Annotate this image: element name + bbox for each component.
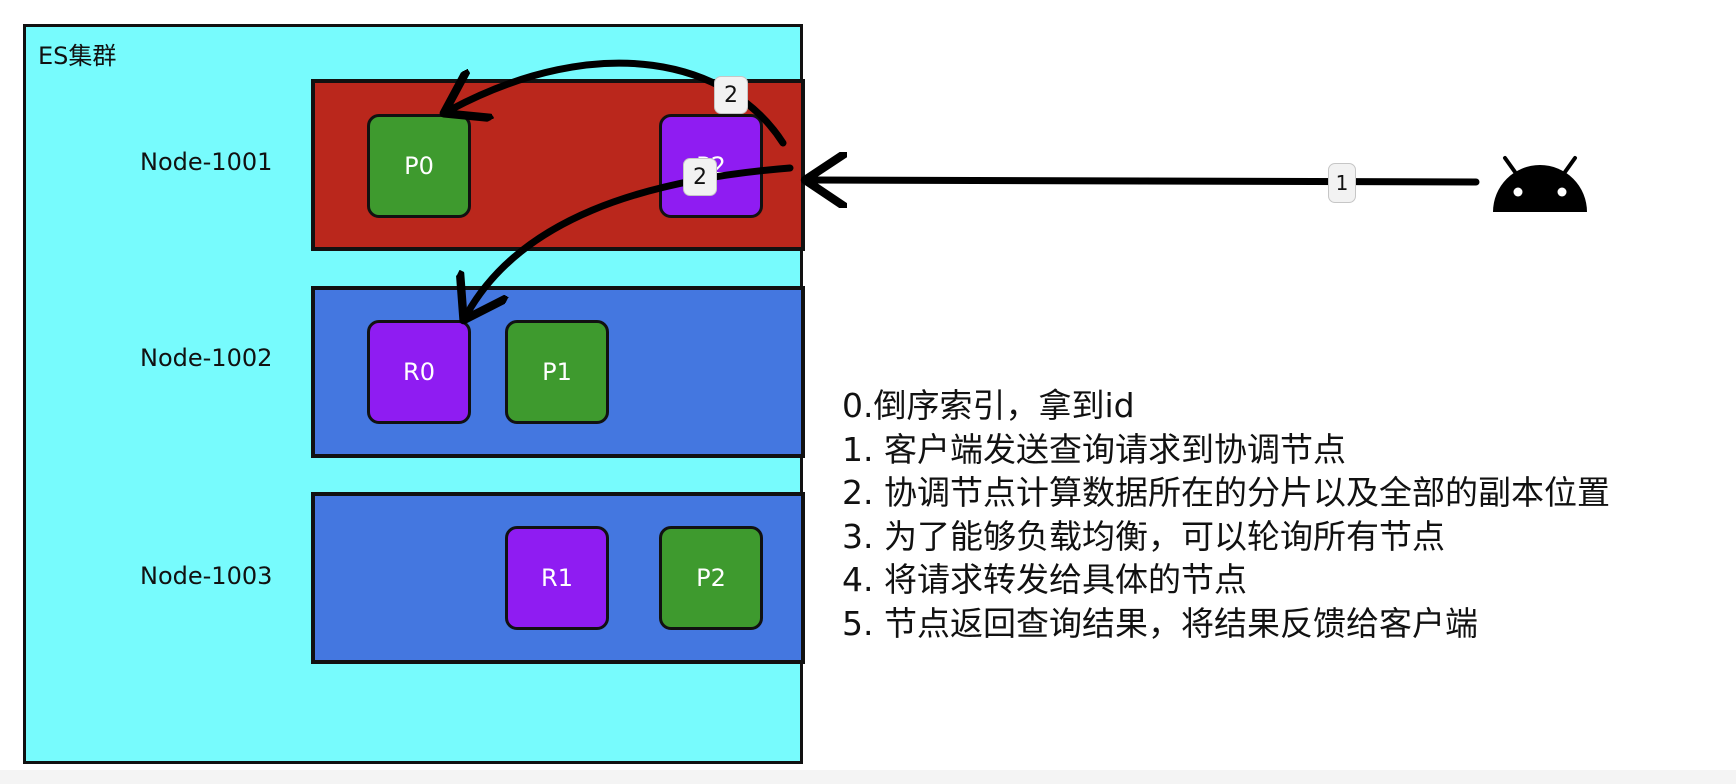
step-3: 3. 为了能够负载均衡，可以轮询所有节点 xyxy=(842,516,1445,556)
node-label-1003: Node-1003 xyxy=(140,562,273,590)
shard-r1: R1 xyxy=(505,526,609,630)
forward-arrow-to-p0 xyxy=(450,59,787,147)
step-5: 5. 节点返回查询结果，将结果反馈给客户端 xyxy=(842,603,1478,643)
node-label-1001: Node-1001 xyxy=(140,148,273,176)
step-0: 0.倒序索引，拿到id xyxy=(842,386,1135,425)
node-label-1002: Node-1002 xyxy=(140,344,273,372)
shard-p0: P0 xyxy=(367,114,471,218)
step-badge-2-middle: 2 xyxy=(683,158,717,196)
shard-r0: R0 xyxy=(367,320,471,424)
shard-p1: P1 xyxy=(505,320,609,424)
steps-list: 0.倒序索引，拿到id 1. 客户端发送查询请求到协调节点 2. 协调节点计算数… xyxy=(842,384,1610,645)
step-4: 4. 将请求转发给具体的节点 xyxy=(842,560,1247,599)
step-badge-2-top: 2 xyxy=(714,76,748,114)
client-request-arrow xyxy=(812,180,1480,182)
android-icon xyxy=(1493,156,1587,212)
step-1: 1. 客户端发送查询请求到协调节点 xyxy=(842,429,1346,469)
cluster-title: ES集群 xyxy=(38,42,117,70)
step-2: 2. 协调节点计算数据所在的分片以及全部的副本位置 xyxy=(842,473,1610,512)
bottom-strip xyxy=(0,770,1736,784)
shard-p2-node1003: P2 xyxy=(659,526,763,630)
forward-arrow-to-r0 xyxy=(467,164,794,314)
step-badge-1: 1 xyxy=(1328,163,1356,203)
